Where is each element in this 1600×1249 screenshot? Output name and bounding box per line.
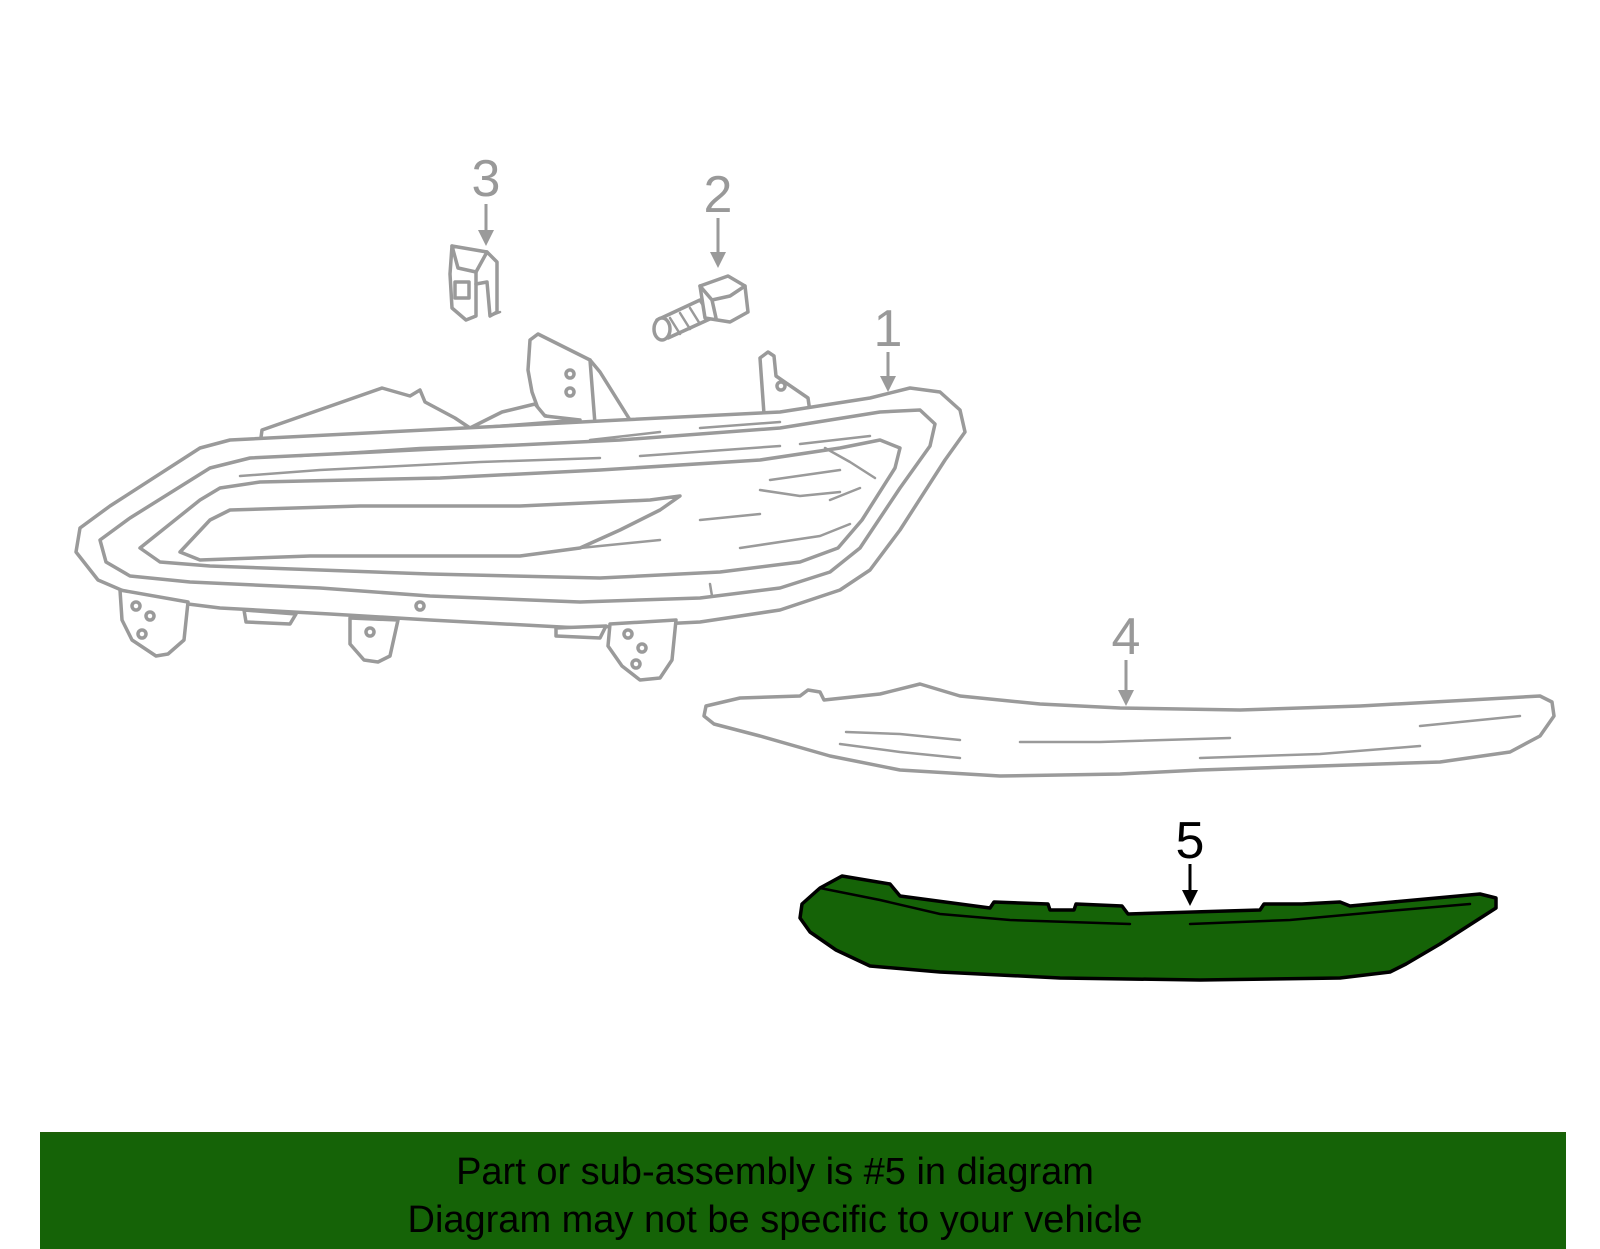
callout-1: 1 <box>874 300 903 392</box>
part-5-lower-trim <box>798 874 1498 982</box>
callout-3-number: 3 <box>472 150 501 208</box>
banner-line-1: Part or sub-assembly is #5 in diagram <box>456 1151 1094 1193</box>
callout-4-number: 4 <box>1112 608 1141 666</box>
info-banner: Part or sub-assembly is #5 in diagram Di… <box>40 1132 1566 1249</box>
callout-2-number: 2 <box>704 166 733 224</box>
banner-line-2: Diagram may not be specific to your vehi… <box>407 1199 1143 1241</box>
part-3-clip <box>448 244 502 322</box>
callout-2: 2 <box>704 166 733 268</box>
part-4-trim-strip <box>702 682 1556 778</box>
callout-3: 3 <box>472 150 501 246</box>
callout-5-number: 5 <box>1176 812 1205 870</box>
callout-1-number: 1 <box>874 300 903 358</box>
callout-4: 4 <box>1112 608 1141 706</box>
part-2-bolt <box>652 274 750 342</box>
callout-5: 5 <box>1176 812 1205 906</box>
part-1-lamp-housing <box>74 332 967 682</box>
